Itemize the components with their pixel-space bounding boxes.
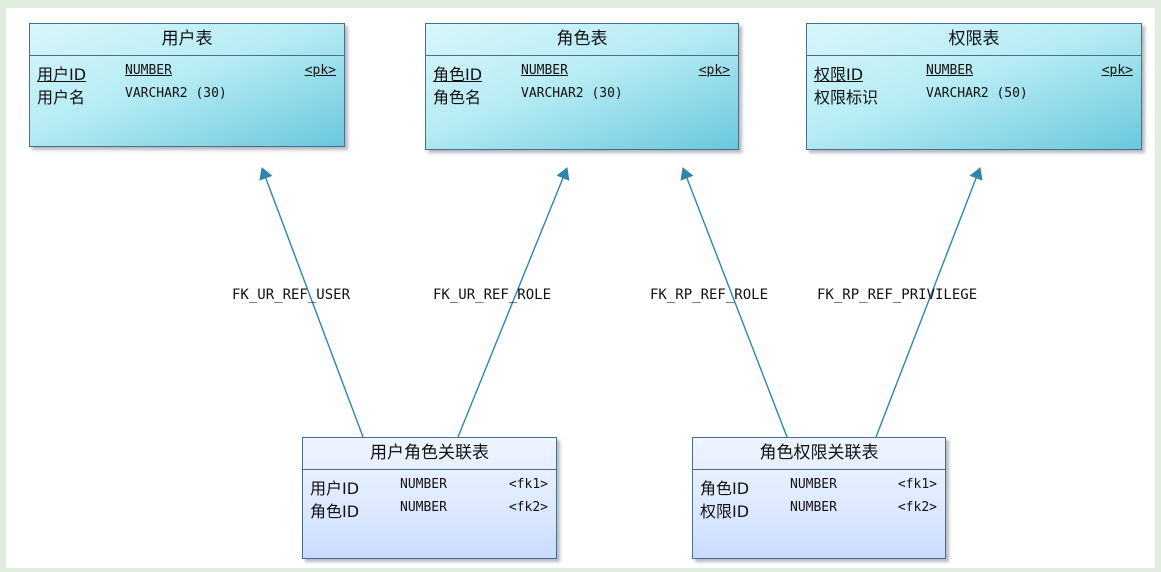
column-key: <pk> [1101,63,1133,78]
column-name: 用户ID [310,479,360,498]
column-key: <fk1> [897,477,937,492]
table-row: 用户名 VARCHAR2 (30) [37,82,336,107]
column-name: 角色ID [433,65,483,84]
fk-label-ur-user: FK_UR_REF_USER [232,287,351,303]
column-name: 权限标识 [814,88,879,107]
column-key: <fk2> [508,500,548,515]
entity-user-table[interactable]: 用户表 用户ID NUMBER <pk> 用户名 VARCHAR2 (30) [29,23,345,147]
column-name: 权限ID [700,502,750,521]
edge-role-privilege-to-privilege [875,167,983,438]
entity-title: 用户角色关联表 [303,438,556,470]
column-name: 用户ID [37,65,87,84]
column-type: NUMBER [400,477,447,492]
column-name: 权限ID [814,65,864,84]
edge-user-role-to-user [259,167,364,438]
column-name: 角色ID [310,502,360,521]
table-row: 角色ID NUMBER <fk1> [700,473,937,498]
table-row: 用户ID NUMBER <fk1> [310,473,548,498]
column-type: NUMBER [790,477,837,492]
table-row: 用户ID NUMBER <pk> [37,59,336,84]
entity-title: 角色权限关联表 [693,438,945,470]
column-type: VARCHAR2 (30) [125,86,227,101]
column-name: 角色名 [433,88,482,107]
entity-title: 用户表 [30,24,344,56]
fk-label-ur-role: FK_UR_REF_ROLE [433,287,551,303]
column-type: VARCHAR2 (30) [521,86,623,101]
column-key: <fk2> [897,500,937,515]
column-type: VARCHAR2 (50) [926,86,1028,101]
column-type: NUMBER [790,500,837,515]
table-row: 权限标识 VARCHAR2 (50) [814,82,1133,107]
column-name: 角色ID [700,479,750,498]
column-key: <pk> [304,63,336,78]
table-row: 角色ID NUMBER <fk2> [310,496,548,521]
table-row: 角色名 VARCHAR2 (30) [433,82,730,107]
entity-user-role-table[interactable]: 用户角色关联表 用户ID NUMBER <fk1> 角色ID NUMBER <f… [302,437,557,559]
table-row: 权限ID NUMBER <fk2> [700,496,937,521]
table-row: 权限ID NUMBER <pk> [814,59,1133,84]
fk-label-rp-role: FK_RP_REF_ROLE [650,287,768,303]
edge-role-privilege-to-role [680,167,788,438]
column-name: 用户名 [37,88,86,107]
entity-title: 权限表 [807,24,1141,56]
column-type: NUMBER [926,63,973,78]
table-row: 角色ID NUMBER <pk> [433,59,730,84]
entity-role-privilege-table[interactable]: 角色权限关联表 角色ID NUMBER <fk1> 权限ID NUMBER <f… [692,437,946,559]
column-key: <pk> [698,63,730,78]
column-type: NUMBER [400,500,447,515]
entity-privilege-table[interactable]: 权限表 权限ID NUMBER <pk> 权限标识 VARCHAR2 (50) [806,23,1142,150]
entity-title: 角色表 [426,24,738,56]
column-type: NUMBER [125,63,172,78]
entity-role-table[interactable]: 角色表 角色ID NUMBER <pk> 角色名 VARCHAR2 (30) [425,23,739,150]
fk-label-rp-privilege: FK_RP_REF_PRIVILEGE [817,287,977,303]
column-key: <fk1> [508,477,548,492]
edge-user-role-to-role [457,167,570,438]
column-type: NUMBER [521,63,568,78]
